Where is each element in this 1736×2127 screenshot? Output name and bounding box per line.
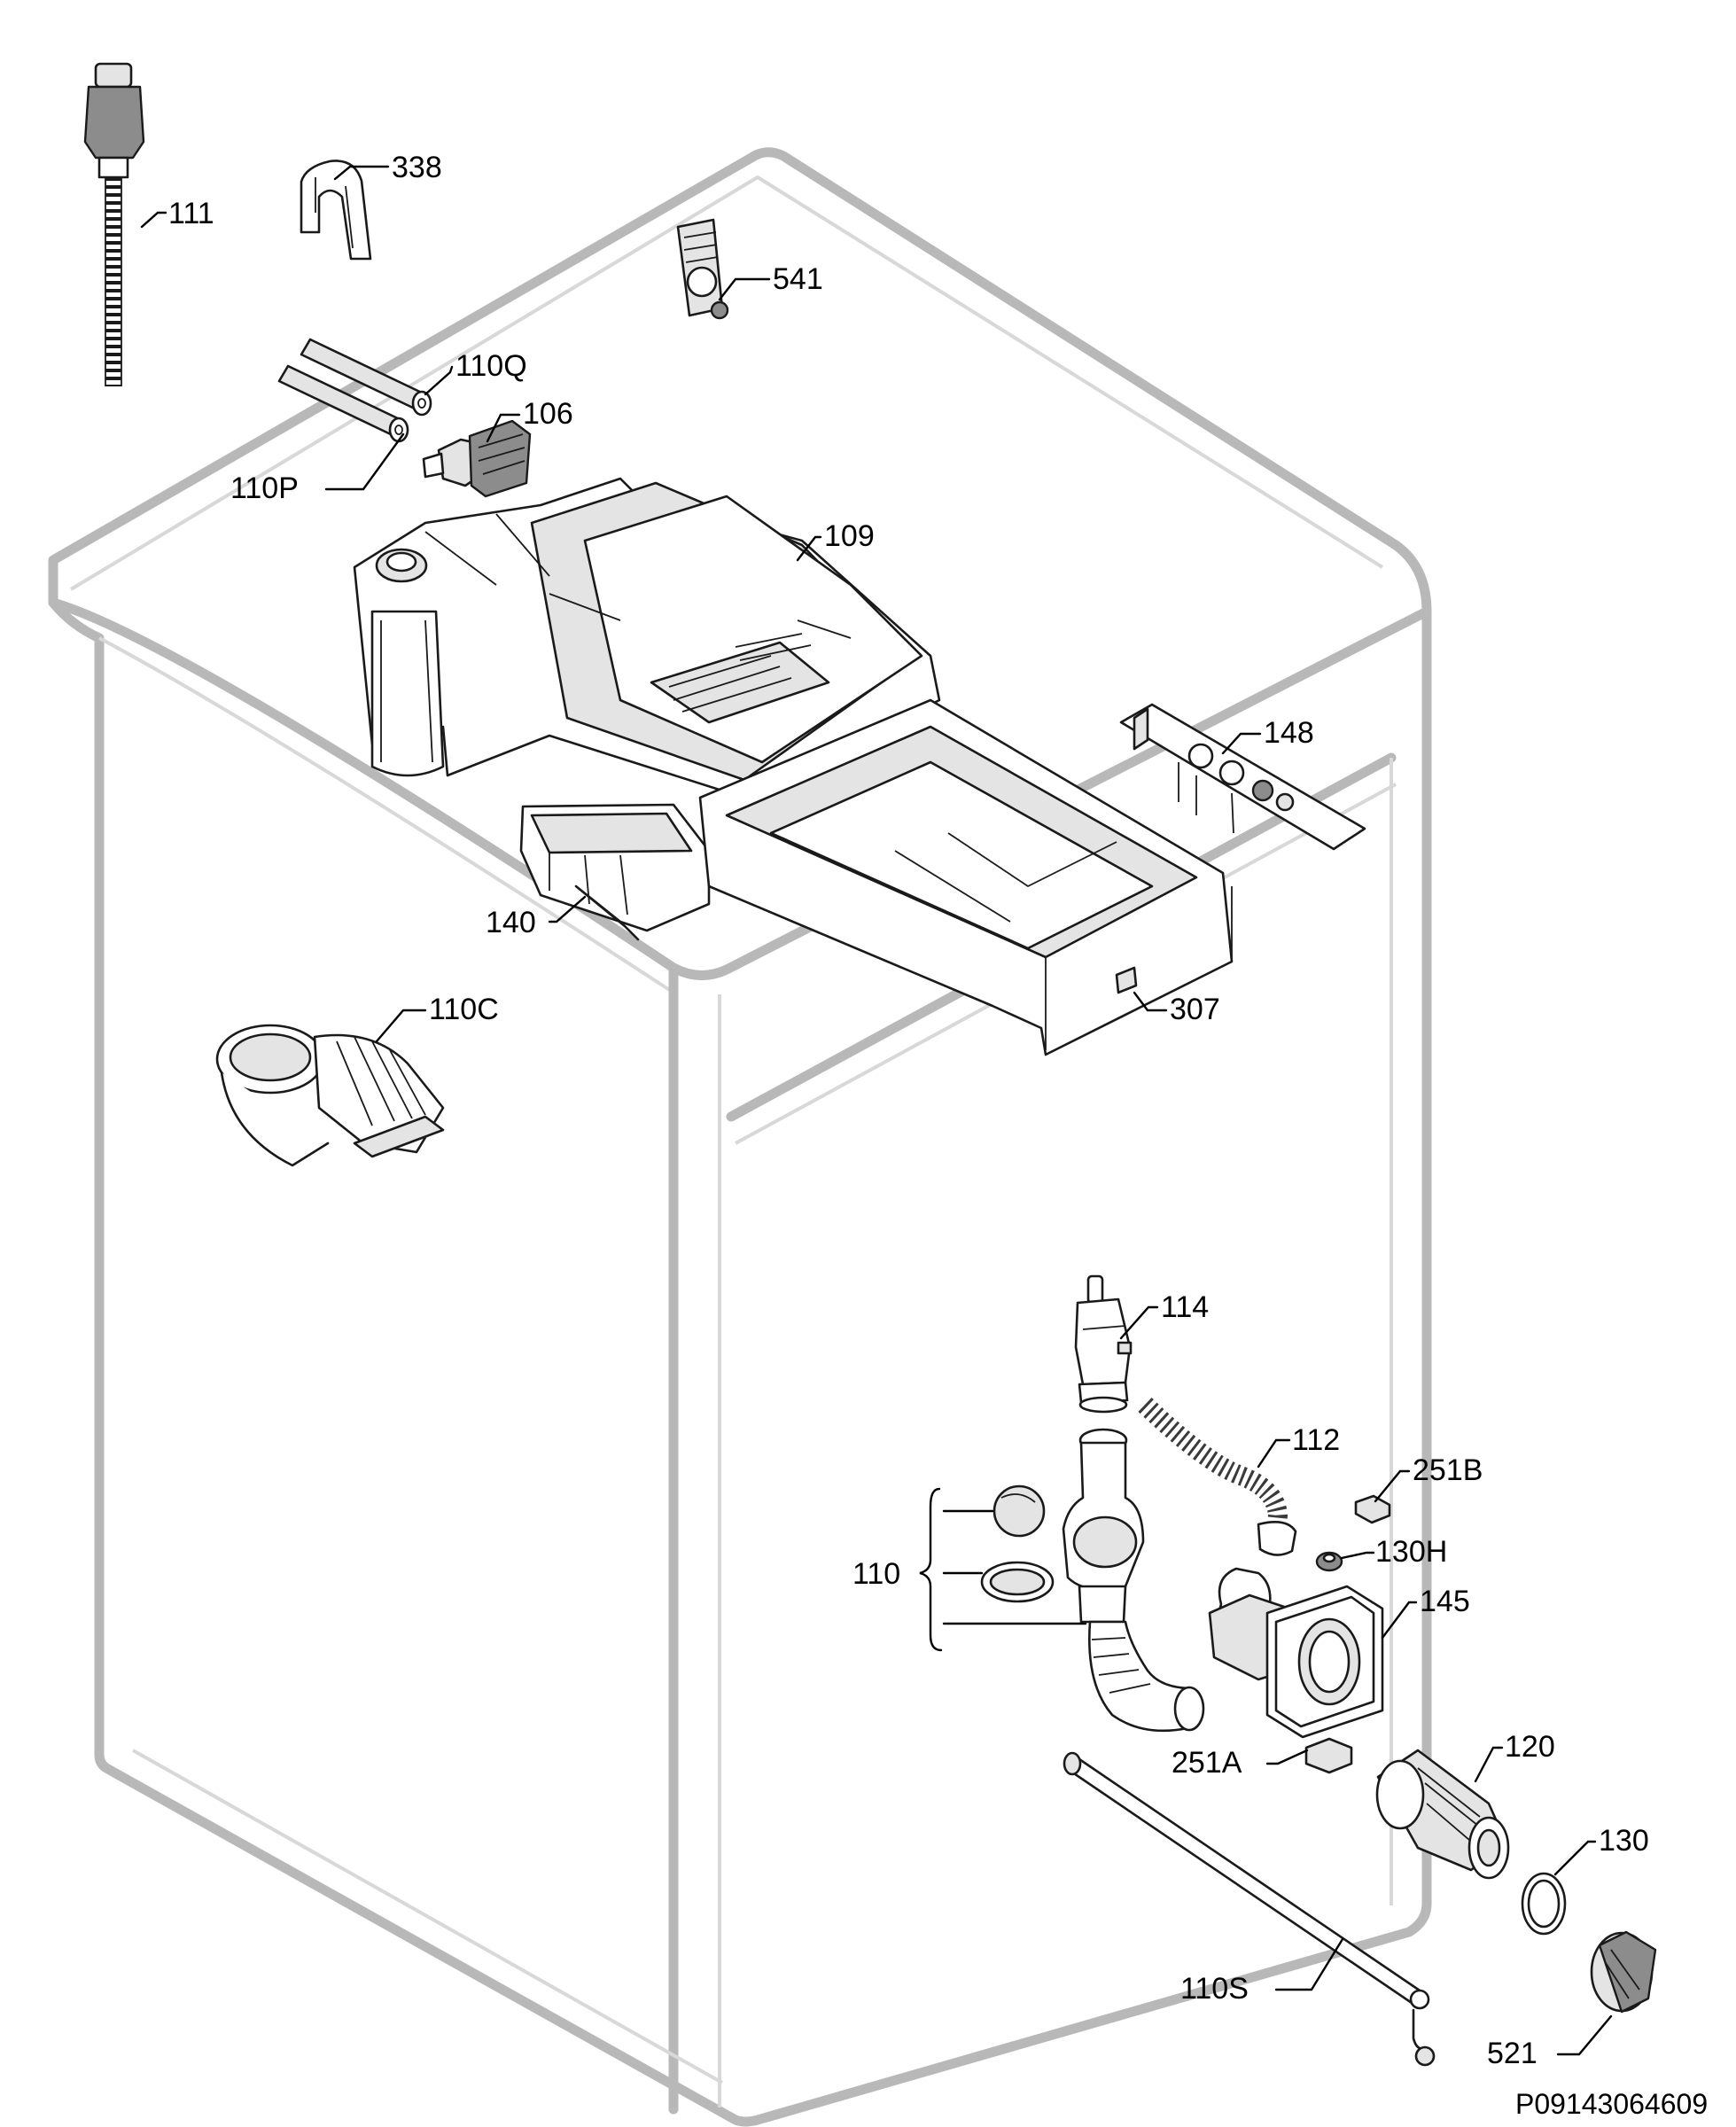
callout-251b: 251B [1413,1453,1483,1487]
part-110c-bellows [215,1024,445,1167]
part-130-o-ring [1521,1872,1567,1936]
callout-307: 307 [1170,993,1220,1026]
callout-140: 140 [486,906,536,939]
callout-145: 145 [1420,1585,1470,1618]
part-110p-tube [277,364,409,443]
callout-110c: 110C [429,993,499,1026]
washer-cabinet-outline [48,147,1432,2127]
part-130h-seal [1315,1551,1343,1572]
callout-110q: 110Q [455,349,527,383]
callout-120: 120 [1505,1730,1555,1764]
part-109-dispenser-housing [353,477,941,799]
part-145-pump-housing [1208,1567,1384,1739]
callout-109: 109 [824,519,875,553]
callout-110s: 110S [1180,1972,1249,2006]
callout-106: 106 [523,397,573,431]
part-111-inlet-hose [83,62,145,386]
callout-130h: 130H [1375,1535,1447,1569]
callout-541: 541 [773,262,823,296]
callout-110-bracket [919,1487,943,1652]
callout-338: 338 [392,151,442,184]
part-110q-tube [300,338,432,417]
part-251a-clip [1304,1737,1353,1774]
part-106-valve [422,419,532,498]
part-338-hose-clip [300,160,372,261]
part-112-pressure-hose [1138,1398,1297,1556]
document-id: P09143064609 [1515,2088,1708,2120]
callout-labels: 111 338 541 110Q 106 110P 109 148 140 11… [168,151,1708,2120]
callout-148: 148 [1264,716,1314,750]
part-541-bracket [676,218,729,320]
callout-111: 111 [168,197,214,230]
callout-110p: 110P [230,471,299,505]
leader-lines [140,165,1613,2056]
part-110-sump-assembly [980,1428,1205,1733]
part-110s-emergency-drain-hose [1063,1751,1436,2067]
callout-112: 112 [1292,1423,1340,1457]
part-120-filter [1375,1749,1510,1880]
part-307-drawer-frame [698,698,1234,1056]
part-140-inlet-funnel [519,803,711,941]
part-521-filter-cap [1590,1930,1657,2014]
callout-130: 130 [1599,1824,1649,1858]
callout-114: 114 [1161,1290,1209,1324]
callout-521: 521 [1487,2037,1537,2070]
callout-110: 110 [852,1557,900,1591]
part-114-air-chamber [1074,1274,1133,1414]
callout-251a: 251A [1172,1746,1242,1780]
part-251b-clip [1354,1494,1391,1524]
part-148-cover-bar [1119,703,1366,851]
